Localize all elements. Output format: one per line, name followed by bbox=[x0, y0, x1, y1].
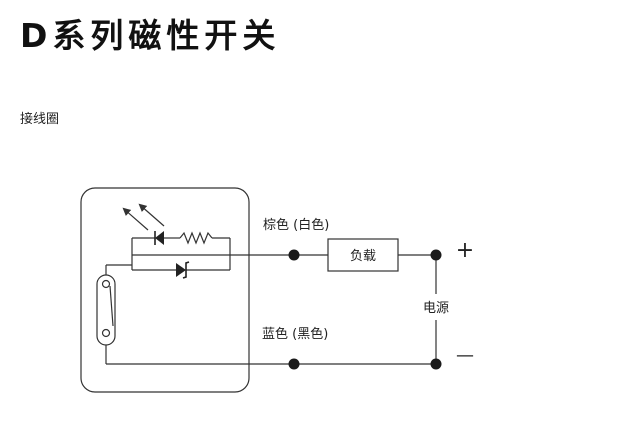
power-label: 电源 bbox=[423, 301, 449, 316]
plus-sign: + bbox=[456, 238, 474, 263]
negative-terminal-dot bbox=[430, 358, 442, 370]
blue-wire-label: 蓝色 (黑色) bbox=[262, 326, 328, 342]
reed-switch-icon bbox=[96, 264, 132, 364]
switch-housing bbox=[80, 187, 250, 393]
resistor-icon bbox=[179, 231, 213, 245]
zener-diode-icon bbox=[176, 261, 190, 279]
brown-terminal-dot bbox=[288, 249, 300, 261]
blue-terminal-dot bbox=[288, 358, 300, 370]
section-subtitle: 接线圈 bbox=[20, 112, 60, 127]
page-title: D系列磁性开关 bbox=[20, 16, 281, 55]
minus-sign: — bbox=[456, 345, 474, 366]
positive-terminal-dot bbox=[430, 249, 442, 261]
internal-circuit bbox=[131, 237, 231, 271]
brown-wire-label: 棕色 (白色) bbox=[263, 217, 329, 233]
load-label: 负载 bbox=[350, 249, 376, 264]
external-wiring bbox=[106, 254, 437, 365]
load-box bbox=[327, 238, 399, 272]
led-light-arrows-icon bbox=[122, 203, 165, 231]
led-diode-icon bbox=[154, 231, 164, 245]
